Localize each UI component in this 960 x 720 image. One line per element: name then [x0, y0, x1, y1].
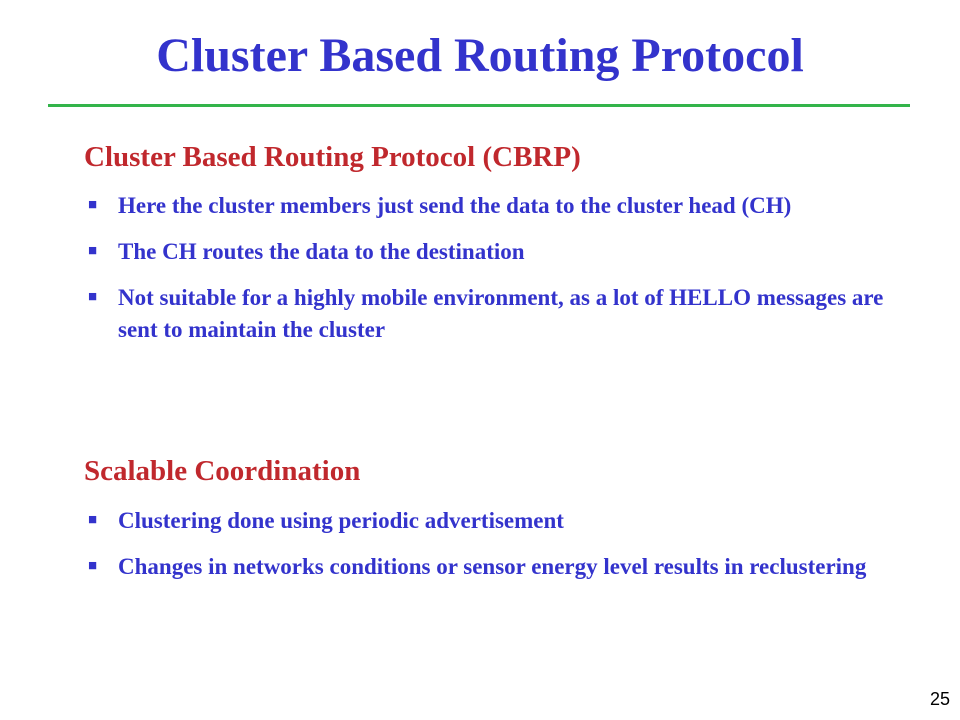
- square-bullet-icon: ■: [88, 289, 98, 305]
- bullet-text: Changes in networks conditions or sensor…: [118, 554, 867, 579]
- page-number: 25: [929, 689, 950, 709]
- bullet-text: The CH routes the data to the destinatio…: [118, 239, 525, 264]
- section-heading-cbrp: Cluster Based Routing Protocol (CBRP): [84, 141, 581, 173]
- bullet-text: Here the cluster members just send the d…: [118, 193, 792, 218]
- bullet-list-cbrp: ■ Here the cluster members just send the…: [84, 190, 904, 360]
- square-bullet-icon: ■: [88, 512, 98, 528]
- title-divider: [48, 104, 910, 107]
- bullet-list-scalable-coordination: ■ Clustering done using periodic adverti…: [84, 505, 904, 597]
- square-bullet-icon: ■: [88, 243, 98, 259]
- square-bullet-icon: ■: [88, 197, 98, 213]
- section-heading-scalable-coordination: Scalable Coordination: [84, 455, 361, 487]
- slide-title: Cluster Based Routing Protocol: [156, 29, 804, 82]
- square-bullet-icon: ■: [88, 558, 98, 574]
- bullet-text: Not suitable for a highly mobile environ…: [118, 285, 884, 342]
- bullet-item: ■ The CH routes the data to the destinat…: [84, 236, 904, 268]
- bullet-item: ■ Here the cluster members just send the…: [84, 190, 904, 222]
- bullet-text: Clustering done using periodic advertise…: [118, 508, 564, 533]
- bullet-item: ■ Not suitable for a highly mobile envir…: [84, 282, 904, 346]
- bullet-item: ■ Changes in networks conditions or sens…: [84, 551, 904, 583]
- bullet-item: ■ Clustering done using periodic adverti…: [84, 505, 904, 537]
